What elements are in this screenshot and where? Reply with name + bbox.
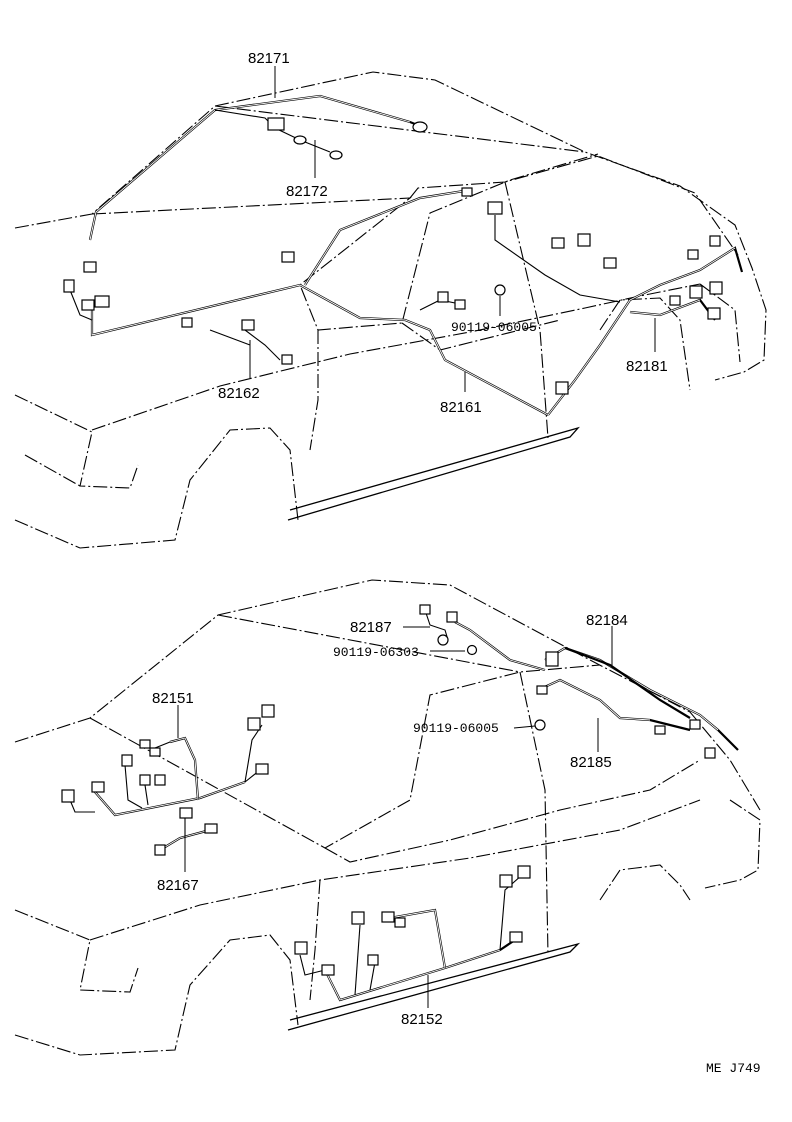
figure-code: ME J749 — [706, 1061, 761, 1076]
connector — [689, 285, 703, 299]
connector — [499, 874, 513, 888]
part-label-82187: 82187 — [350, 619, 392, 636]
clip-bolt — [494, 284, 506, 296]
connector — [281, 251, 295, 263]
part-label-90119-06303: 90119-06303 — [333, 645, 419, 660]
part-label-82151: 82151 — [152, 690, 194, 707]
connector — [381, 911, 395, 923]
connector — [293, 135, 307, 145]
connector — [437, 291, 449, 303]
connector — [517, 865, 531, 879]
connector — [412, 121, 428, 133]
part-label-82162: 82162 — [218, 385, 260, 402]
connector — [121, 754, 133, 767]
top-leaders — [249, 66, 656, 392]
top-connectors — [63, 117, 723, 395]
connector — [154, 774, 166, 786]
connector — [329, 150, 343, 160]
part-label-82185: 82185 — [570, 754, 612, 771]
connector — [367, 954, 379, 966]
connector — [454, 299, 466, 310]
connector — [149, 747, 161, 757]
clip-bolt — [534, 719, 546, 731]
connector — [394, 917, 406, 928]
connector — [351, 911, 365, 925]
connector — [61, 789, 75, 803]
bottom-leaders — [177, 626, 613, 1008]
connector — [241, 319, 255, 331]
part-label-90119-06005-top: 90119-06005 — [451, 320, 537, 335]
top-car-body — [14, 71, 767, 549]
connector — [294, 941, 308, 955]
connector — [419, 604, 431, 615]
connector — [94, 295, 110, 308]
connector — [83, 261, 97, 273]
connector — [536, 685, 548, 695]
bottom-car-body — [14, 579, 761, 1056]
connector — [555, 381, 569, 395]
connector — [179, 807, 193, 819]
connector — [261, 704, 275, 718]
clip-bolt — [466, 644, 478, 656]
connector — [281, 354, 293, 365]
connector — [139, 774, 151, 786]
connector — [704, 747, 716, 759]
connector — [255, 763, 269, 775]
part-label-82184: 82184 — [586, 612, 628, 629]
part-label-82172: 82172 — [286, 183, 328, 200]
connector — [63, 279, 75, 293]
connector — [247, 717, 261, 731]
connector — [687, 249, 699, 260]
connector — [603, 257, 617, 269]
part-label-82161: 82161 — [440, 399, 482, 416]
bottom-harnesses — [69, 609, 739, 1002]
part-label-82152: 82152 — [401, 1011, 443, 1028]
connector — [91, 781, 105, 793]
connector — [267, 117, 285, 131]
connector — [181, 317, 193, 328]
part-label-82167: 82167 — [157, 877, 199, 894]
part-label-82171: 82171 — [248, 50, 290, 67]
connector — [446, 611, 458, 623]
connector — [487, 201, 503, 215]
connector — [577, 233, 591, 247]
connector — [509, 931, 523, 943]
connector — [707, 307, 721, 320]
connector — [669, 295, 681, 306]
connector — [709, 235, 721, 247]
connector — [154, 844, 166, 856]
part-label-82181: 82181 — [626, 358, 668, 375]
connector — [204, 823, 218, 834]
connector — [321, 964, 335, 976]
connector — [654, 725, 666, 735]
connector — [689, 719, 701, 730]
connector — [461, 187, 473, 197]
part-label-90119-06005-bottom: 90119-06005 — [413, 721, 499, 736]
connector — [545, 651, 559, 667]
connector — [139, 739, 151, 749]
connector — [81, 299, 95, 311]
bottom-connectors — [61, 604, 716, 976]
connector — [437, 634, 449, 646]
connector — [551, 237, 565, 249]
connector — [709, 281, 723, 295]
